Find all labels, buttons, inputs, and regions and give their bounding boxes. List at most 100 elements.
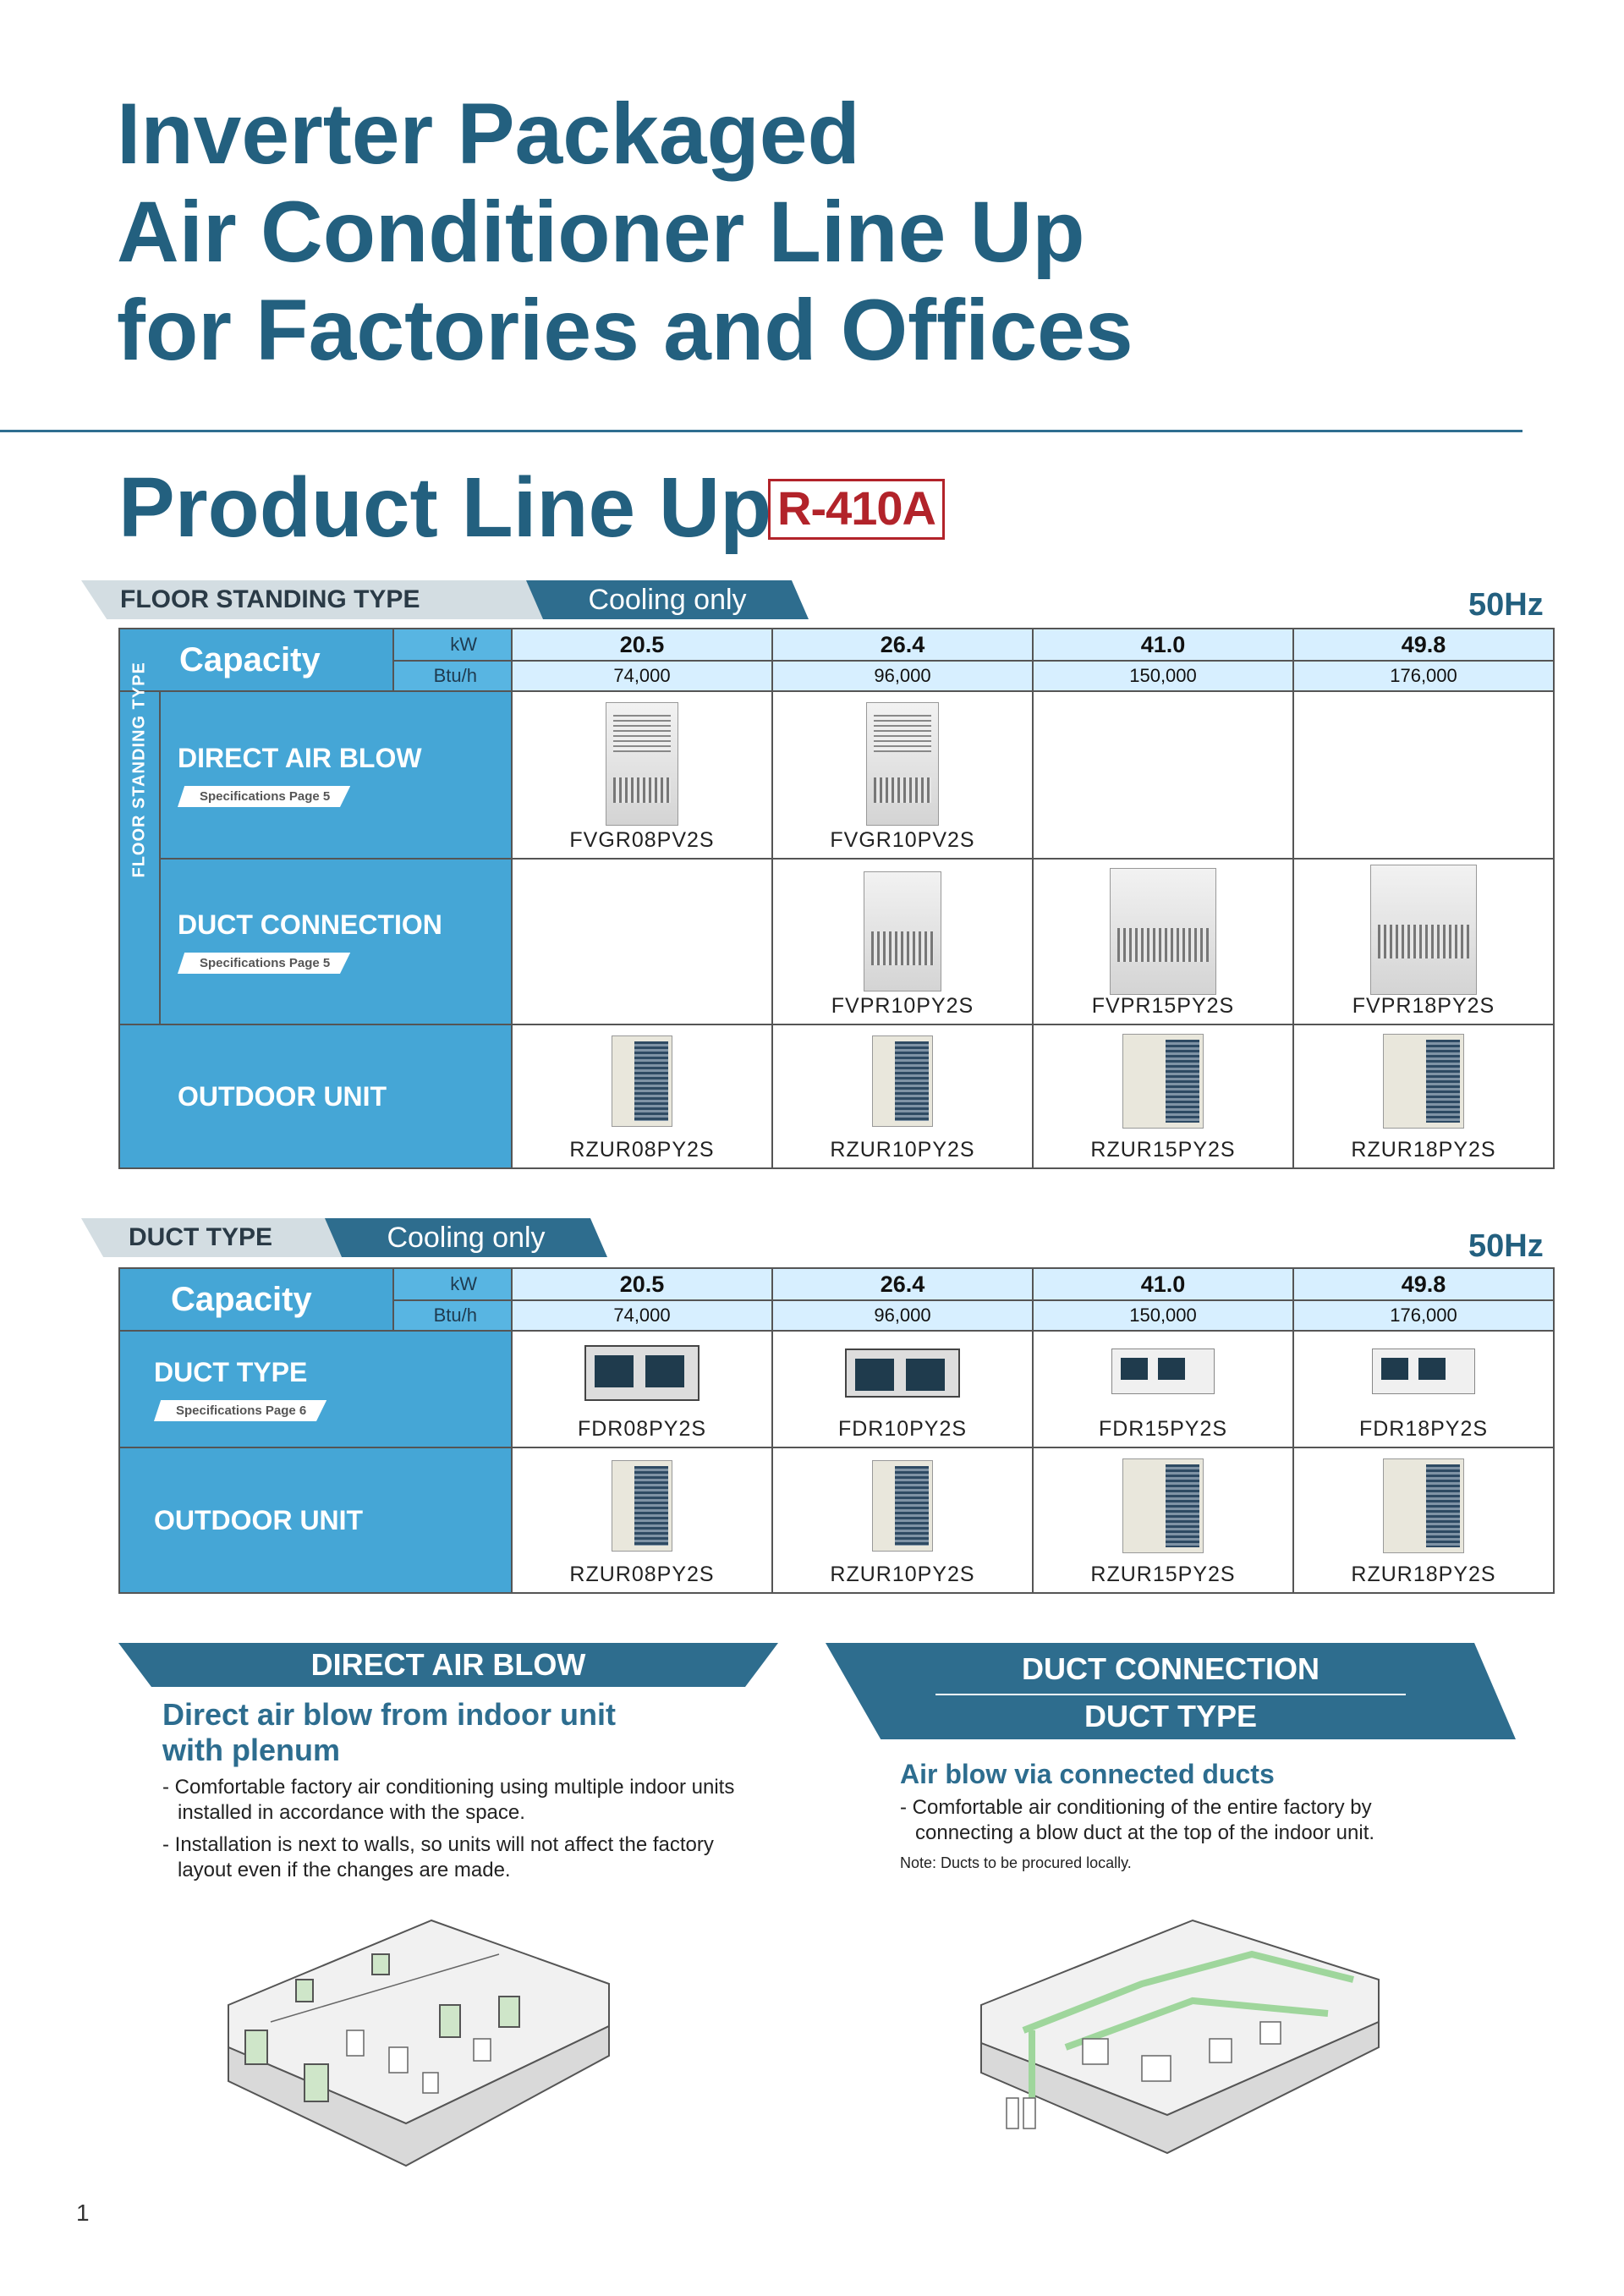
duct-heading: Air blow via connected ducts — [900, 1759, 1275, 1789]
vertical-type-label: FLOOR STANDING TYPE — [118, 662, 161, 1025]
row-label-outdoor-unit: OUTDOOR UNIT — [118, 1024, 513, 1169]
duct-bullet: - Comfortable air conditioning of the en… — [900, 1796, 1375, 1844]
product-cell: RZUR18PY2S — [1292, 1447, 1555, 1594]
direct-air-blow-heading: Direct air blow from indoor unit with pl… — [162, 1697, 617, 1767]
product-cell: FDR18PY2S — [1292, 1330, 1555, 1448]
product-cell: FVPR18PY2S — [1292, 858, 1555, 1025]
model-name: RZUR15PY2S — [1090, 1138, 1236, 1162]
row-label-duct-connection: DUCT CONNECTION Specifications Page 5 — [159, 858, 513, 1025]
model-name: FDR18PY2S — [1358, 1417, 1489, 1441]
model-name: RZUR08PY2S — [569, 1563, 715, 1586]
product-cell: RZUR18PY2S — [1292, 1024, 1555, 1169]
product-cell: FVGR10PV2S — [771, 690, 1034, 860]
product-cell: FVPR15PY2S — [1032, 858, 1294, 1025]
row-label-direct-air-blow: DIRECT AIR BLOW Specifications Page 5 — [159, 690, 513, 860]
duct-mode-tab: Cooling only — [325, 1218, 607, 1257]
outdoor-unit-image — [1122, 1034, 1204, 1129]
capacity-btu: 96,000 — [771, 1299, 1034, 1332]
capacity-kw: 49.8 — [1292, 1267, 1555, 1301]
title-line-2: Air Conditioner Line Up — [117, 184, 1085, 280]
refrigerant-badge: R-410A — [768, 479, 945, 540]
floor-standing-table: Capacity kW 20.5 26.4 41.0 49.8 Btu/h 74… — [118, 628, 1555, 1169]
capacity-btu: 96,000 — [771, 660, 1034, 692]
model-name: FDR10PY2S — [837, 1417, 968, 1441]
capacity-kw: 41.0 — [1032, 1267, 1294, 1301]
indoor-unit-image — [866, 702, 939, 826]
spec-ref: Specifications Page 5 — [178, 786, 351, 807]
direct-air-blow-bullets: - Comfortable factory air conditioning u… — [162, 1775, 771, 1883]
product-cell: RZUR08PY2S — [511, 1024, 773, 1169]
outdoor-unit-image — [872, 1460, 933, 1552]
header-line-2: DUCT TYPE — [1084, 1699, 1257, 1733]
indoor-unit-image — [845, 1348, 960, 1398]
model-name: RZUR18PY2S — [1351, 1563, 1496, 1586]
product-cell-empty — [1032, 690, 1294, 860]
product-cell-empty — [511, 858, 773, 1025]
kw-unit: kW — [392, 1267, 513, 1301]
indoor-unit-image — [606, 702, 678, 826]
page-number: 1 — [76, 2200, 90, 2226]
outdoor-unit-image — [612, 1460, 672, 1552]
direct-air-blow-header: DIRECT AIR BLOW — [118, 1643, 778, 1687]
outdoor-unit-image — [1383, 1034, 1464, 1129]
product-cell-empty — [1292, 690, 1555, 860]
btu-unit: Btu/h — [392, 660, 513, 692]
indoor-unit-image — [1370, 865, 1477, 995]
bullet: - Installation is next to walls, so unit… — [162, 1833, 714, 1881]
kw-unit: kW — [392, 628, 513, 662]
duct-type-table: Capacity kW 20.5 26.4 41.0 49.8 Btu/h 74… — [118, 1267, 1555, 1594]
indoor-unit-image — [1110, 868, 1216, 995]
capacity-btu: 150,000 — [1032, 1299, 1294, 1332]
outdoor-unit-image — [872, 1035, 933, 1127]
duct-frequency: 50Hz — [1468, 1228, 1544, 1264]
model-name: FVPR15PY2S — [1091, 994, 1235, 1018]
capacity-kw: 26.4 — [771, 1267, 1034, 1301]
model-name: FVGR10PV2S — [830, 828, 975, 852]
product-cell: RZUR10PY2S — [771, 1024, 1034, 1169]
model-name: FDR15PY2S — [1098, 1417, 1228, 1441]
capacity-btu: 150,000 — [1032, 660, 1294, 692]
model-name: RZUR08PY2S — [569, 1138, 715, 1162]
model-name: FVPR18PY2S — [1352, 994, 1495, 1018]
indoor-unit-image — [584, 1345, 700, 1401]
product-cell: RZUR08PY2S — [511, 1447, 773, 1594]
indoor-unit-image — [1372, 1348, 1475, 1394]
capacity-btu: 74,000 — [511, 1299, 773, 1332]
product-cell: RZUR15PY2S — [1032, 1024, 1294, 1169]
header-divider — [935, 1694, 1406, 1695]
row-label-duct-type: DUCT TYPE Specifications Page 6 — [118, 1330, 513, 1448]
capacity-kw: 20.5 — [511, 628, 773, 662]
spec-ref: Specifications Page 6 — [154, 1400, 327, 1421]
capacity-kw: 41.0 — [1032, 628, 1294, 662]
divider — [0, 430, 1522, 432]
product-cell: FDR08PY2S — [511, 1330, 773, 1448]
model-name: FVGR08PV2S — [569, 828, 715, 852]
product-cell: RZUR10PY2S — [771, 1447, 1034, 1594]
btu-unit: Btu/h — [392, 1299, 513, 1332]
model-name: RZUR15PY2S — [1090, 1563, 1236, 1586]
duct-connection-header: DUCT CONNECTION DUCT TYPE — [826, 1643, 1516, 1739]
capacity-kw: 49.8 — [1292, 628, 1555, 662]
product-cell: FDR15PY2S — [1032, 1330, 1294, 1448]
title-line-1: Inverter Packaged — [117, 85, 860, 182]
model-name: RZUR18PY2S — [1351, 1138, 1496, 1162]
capacity-kw: 20.5 — [511, 1267, 773, 1301]
capacity-btu: 74,000 — [511, 660, 773, 692]
outdoor-unit-image — [1122, 1458, 1204, 1553]
product-cell: RZUR15PY2S — [1032, 1447, 1294, 1594]
product-cell: FVGR08PV2S — [511, 690, 773, 860]
page-title: Inverter Packaged Air Conditioner Line U… — [117, 85, 1133, 379]
indoor-unit-image — [1111, 1348, 1215, 1394]
section-title: Product Line Up — [118, 460, 772, 555]
duct-note: Note: Ducts to be procured locally. — [900, 1854, 1132, 1871]
capacity-btu: 176,000 — [1292, 660, 1555, 692]
spec-ref: Specifications Page 5 — [178, 953, 351, 974]
header-line-1: DUCT CONNECTION — [1022, 1651, 1320, 1686]
floor-mode-tab: Cooling only — [526, 580, 809, 619]
capacity-label: Capacity — [118, 1267, 394, 1332]
capacity-btu: 176,000 — [1292, 1299, 1555, 1332]
floor-type-tab: FLOOR STANDING TYPE — [81, 580, 594, 619]
product-cell: FDR10PY2S — [771, 1330, 1034, 1448]
indoor-unit-image — [864, 871, 941, 991]
model-name: RZUR10PY2S — [830, 1138, 975, 1162]
